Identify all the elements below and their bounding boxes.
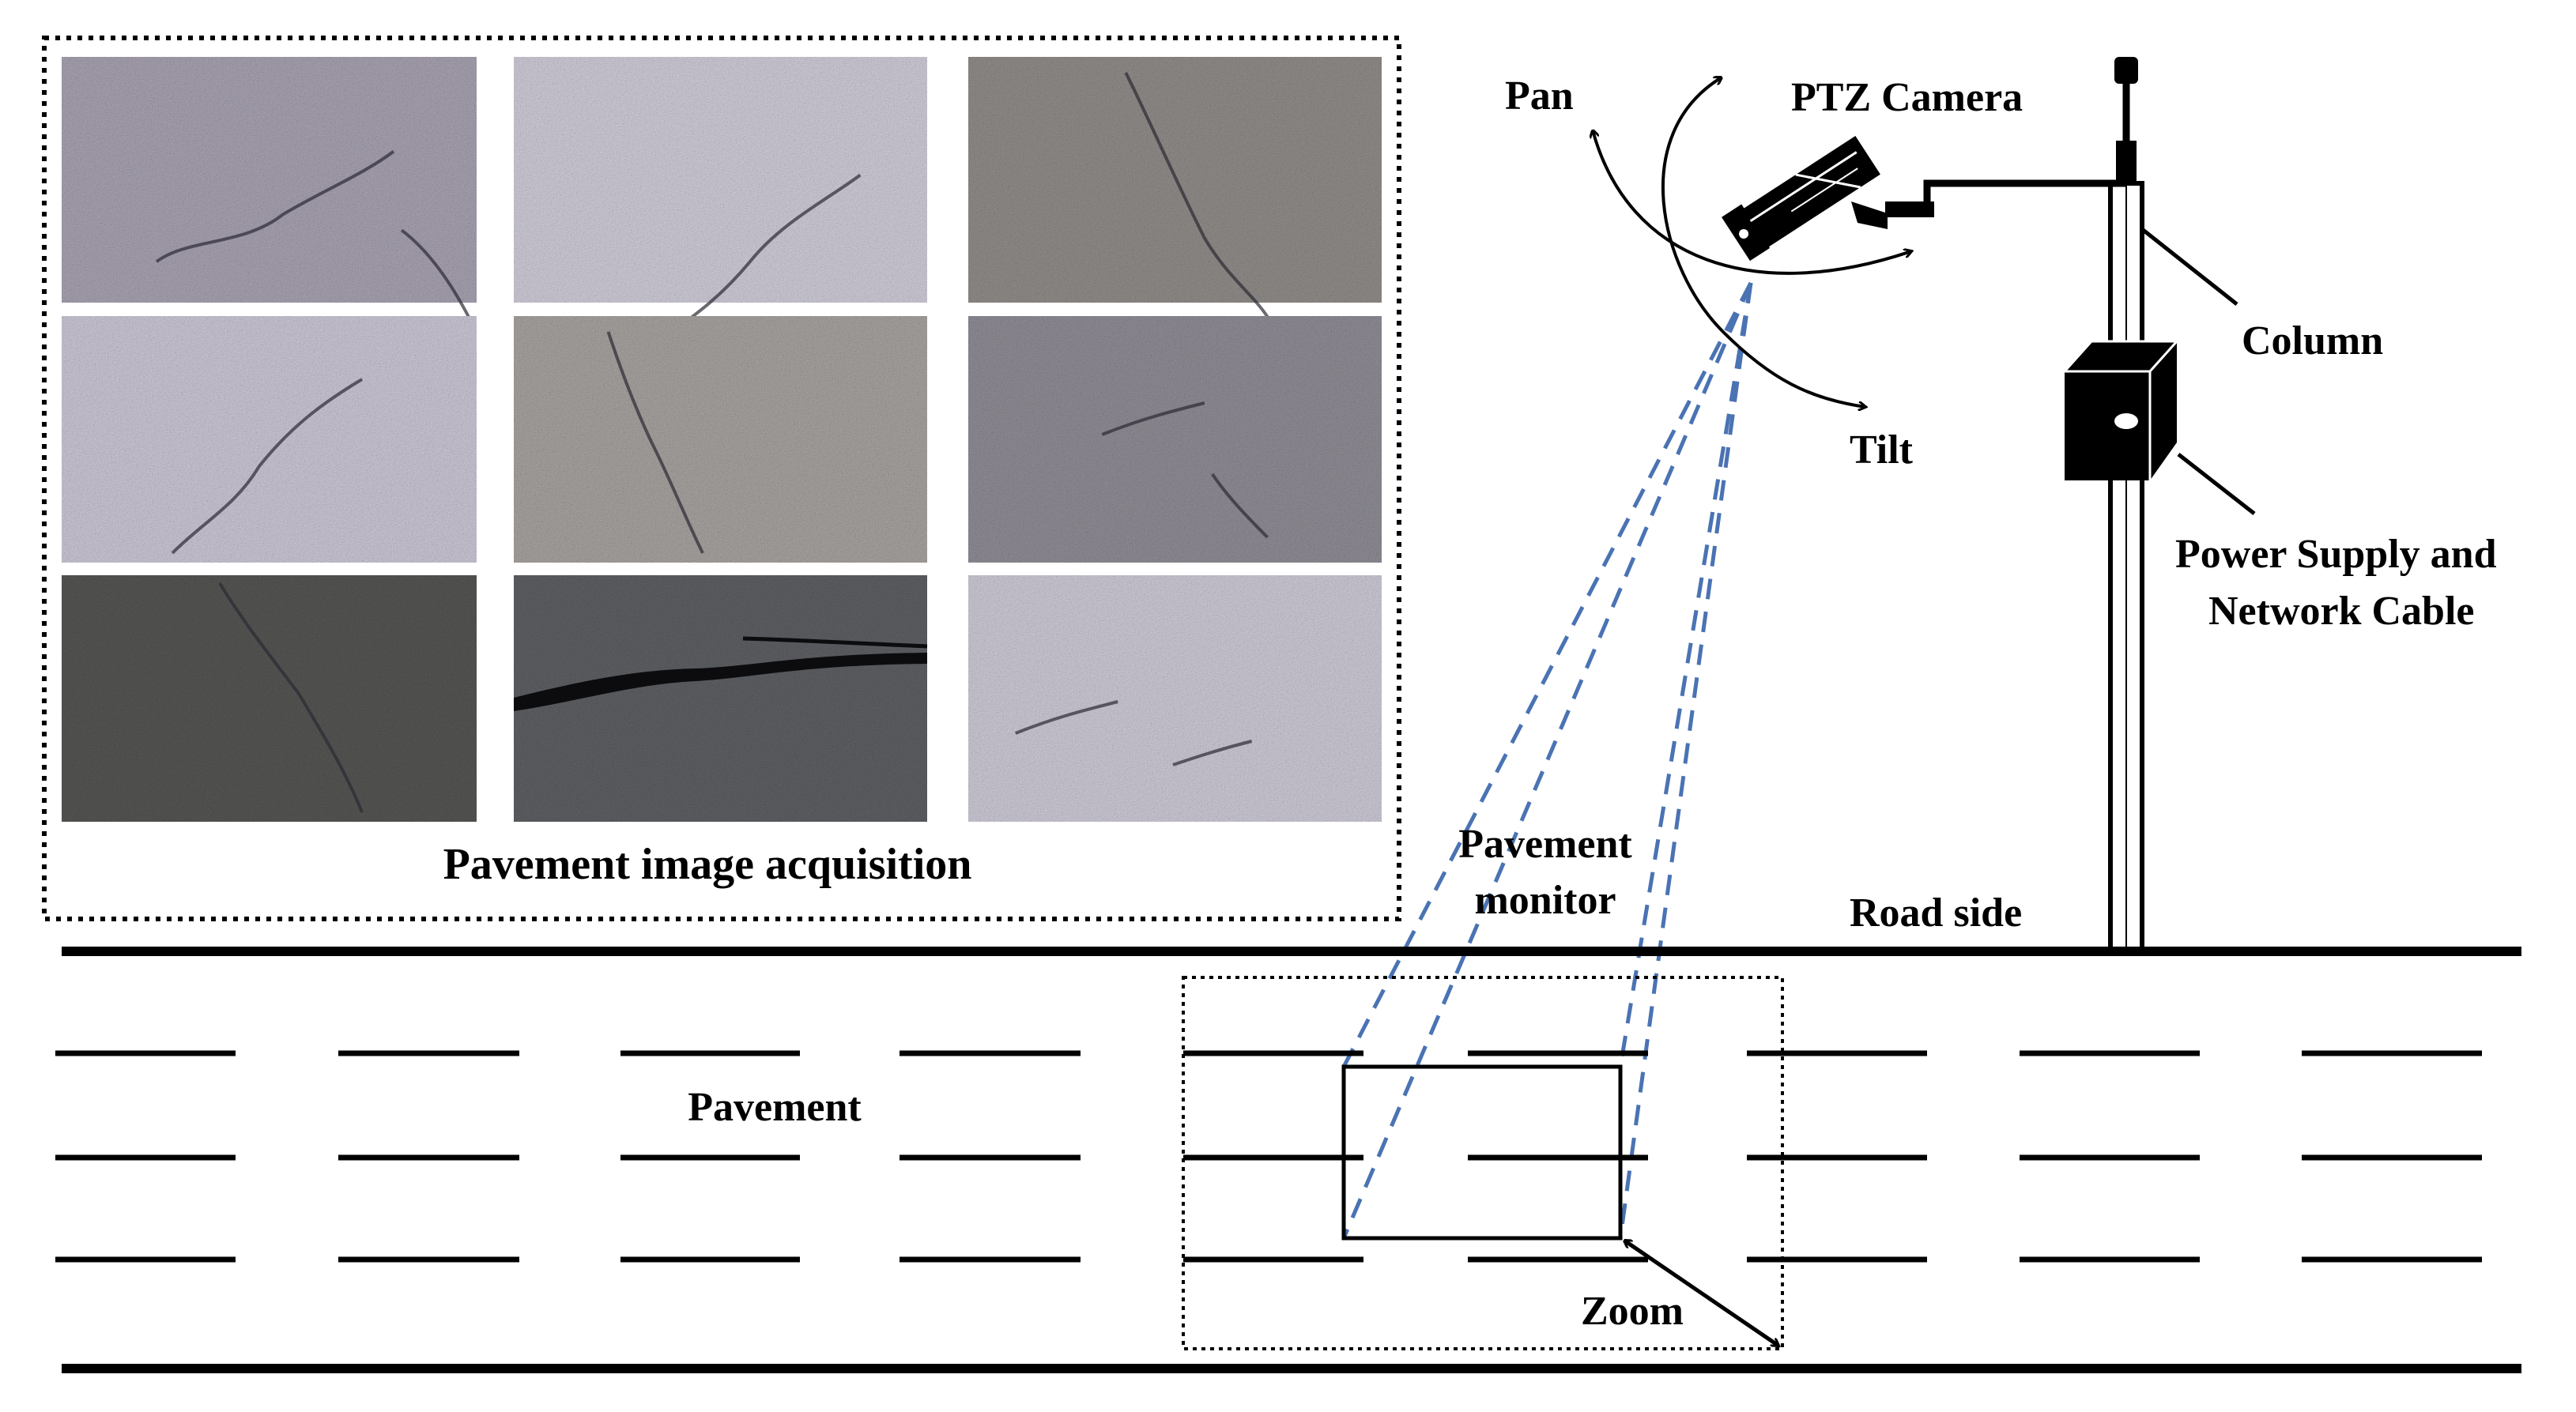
pavement-image-tile <box>62 575 477 822</box>
power-supply-box <box>2061 340 2180 480</box>
column-label: Column <box>2242 318 2383 363</box>
tilt-label: Tilt <box>1850 427 1914 473</box>
column-leader <box>2140 228 2238 306</box>
pavement-label: Pavement <box>688 1085 862 1130</box>
pavement-image-tile <box>968 57 1382 318</box>
pavement-monitor-label-line2: monitor <box>1474 878 1616 923</box>
zoom-label: Zoom <box>1581 1289 1684 1334</box>
pan-label: Pan <box>1505 73 1574 119</box>
ptz-camera-label: PTZ Camera <box>1791 75 2023 120</box>
lane-markings <box>55 1050 2482 1263</box>
pavement-image-tile <box>514 57 927 358</box>
ptz-camera-icon <box>1722 136 1934 262</box>
zoom-region-dotted <box>1182 976 1784 1350</box>
column-pole <box>2108 57 2144 952</box>
road-side-label: Road side <box>1850 891 2022 936</box>
pavement-image-tile <box>514 316 927 563</box>
pavement-image-tile <box>514 575 928 822</box>
pavement-image-tile <box>62 57 477 326</box>
power-supply-leader <box>2177 453 2256 515</box>
pavement-image-tile <box>968 316 1382 563</box>
acquisition-panel-border <box>42 36 1401 921</box>
pavement-monitor-label-line1: Pavement <box>1458 822 1632 867</box>
camera-mount-arm <box>1923 179 2126 204</box>
pavement-image-grid <box>62 57 1382 822</box>
acquisition-caption: Pavement image acquisition <box>443 840 972 889</box>
power-supply-label-line1: Power Supply and <box>2175 532 2497 577</box>
tilt-arrow <box>1661 77 1865 407</box>
power-supply-label-line2: Network Cable <box>2208 589 2475 634</box>
zoom-arrow <box>1624 1241 1778 1346</box>
monitor-region <box>1341 1064 1623 1241</box>
pavement-image-tile <box>62 316 477 563</box>
field-of-view-lines <box>1341 281 1753 1239</box>
pavement-image-tile <box>968 575 1382 822</box>
